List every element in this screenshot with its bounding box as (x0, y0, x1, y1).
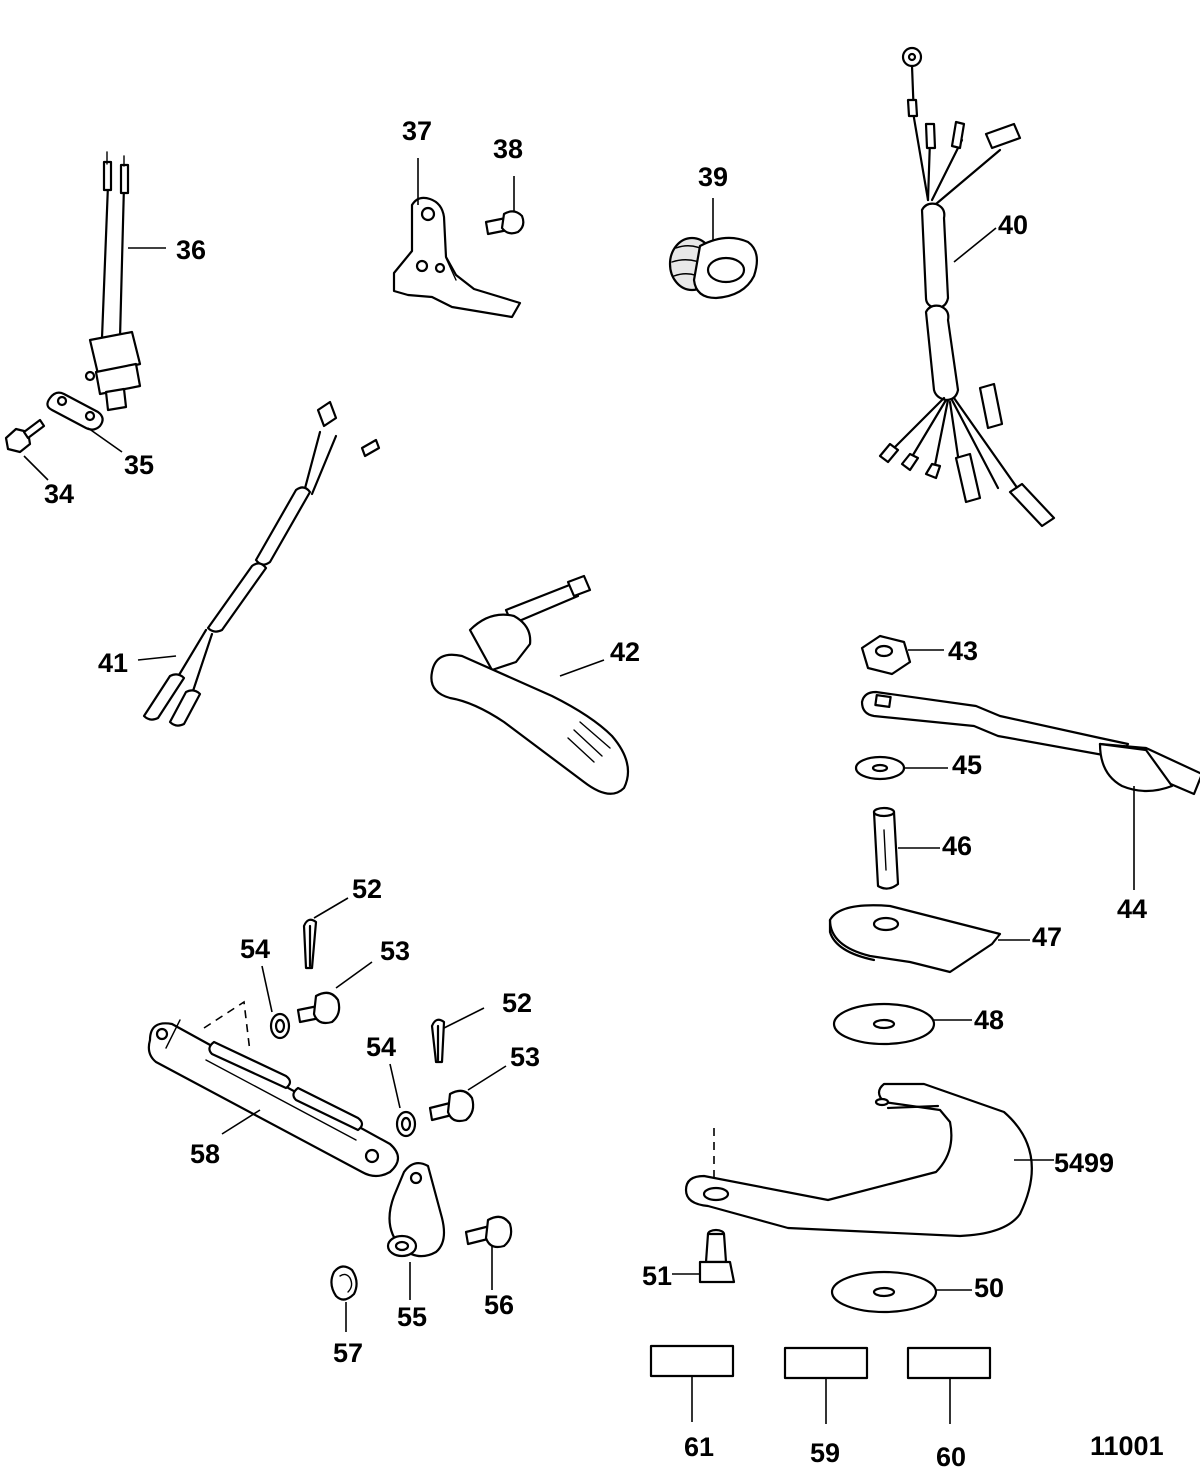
part-48-washer (832, 1002, 936, 1046)
part-44-lever-arm (860, 690, 1200, 796)
part-58-link-bar (147, 1019, 400, 1178)
label-41: 41 (98, 648, 128, 678)
part-36-switch-assembly (84, 151, 142, 412)
label-37: 37 (402, 116, 432, 146)
part-55-lever (386, 1161, 446, 1258)
label-53-upper: 53 (380, 936, 410, 966)
label-40: 40 (998, 210, 1028, 240)
label-56: 56 (484, 1290, 514, 1320)
part-47-cam-plate (828, 904, 1002, 974)
part-42-shift-lever (430, 574, 630, 795)
label-43: 43 (948, 636, 978, 666)
label-45: 45 (952, 750, 982, 780)
label-52-lower: 52 (502, 988, 532, 1018)
part-51-shoulder-bolt (698, 1228, 736, 1284)
label-35: 35 (124, 450, 154, 480)
part-61-decal (649, 1344, 735, 1378)
label-51: 51 (642, 1261, 672, 1291)
label-58: 58 (190, 1139, 220, 1169)
label-59: 59 (810, 1438, 840, 1468)
label-48: 48 (974, 1005, 1004, 1035)
part-53-pin-lower (428, 1089, 475, 1123)
part-53-pin-upper (296, 991, 341, 1025)
label-47: 47 (1032, 922, 1062, 952)
part-41-wire-lead (142, 400, 381, 727)
label-46: 46 (942, 831, 972, 861)
label-53-lower: 53 (510, 1042, 540, 1072)
label-34: 34 (44, 479, 74, 509)
part-5499-arc-bracket (684, 1082, 1033, 1238)
label-52-upper: 52 (352, 874, 382, 904)
part-34-bolt (4, 418, 46, 454)
part-43-nut (860, 634, 912, 676)
part-56-screw (464, 1215, 513, 1249)
label-36: 36 (176, 235, 206, 265)
part-38-screw (484, 210, 525, 236)
part-39-grommet (668, 236, 759, 300)
label-54-upper: 54 (240, 934, 270, 964)
part-54-lock-washer-lower (395, 1110, 417, 1138)
label-42: 42 (610, 637, 640, 667)
label-44: 44 (1117, 894, 1147, 924)
label-38: 38 (493, 134, 523, 164)
label-61: 61 (684, 1432, 714, 1462)
label-55: 55 (397, 1302, 427, 1332)
figure-id: 11001 (1090, 1431, 1164, 1461)
part-50-washer (830, 1270, 938, 1314)
label-60: 60 (936, 1442, 966, 1472)
part-54-lock-washer-upper (269, 1012, 291, 1040)
label-54-lower: 54 (366, 1032, 396, 1062)
part-35-plate (46, 391, 104, 431)
part-52-cotter-pin-upper (302, 918, 318, 970)
part-57-clip (330, 1265, 358, 1301)
label-39: 39 (698, 162, 728, 192)
part-52-cotter-pin-lower (430, 1018, 446, 1064)
part-40-wire-harness (878, 46, 1056, 528)
label-57: 57 (333, 1338, 363, 1368)
part-59-decal (783, 1346, 869, 1380)
part-37-bracket (392, 196, 522, 319)
part-46-pin (872, 806, 900, 890)
part-45-washer (854, 755, 906, 781)
label-5499: 5499 (1054, 1148, 1114, 1178)
label-50: 50 (974, 1273, 1004, 1303)
part-60-decal (906, 1346, 992, 1380)
